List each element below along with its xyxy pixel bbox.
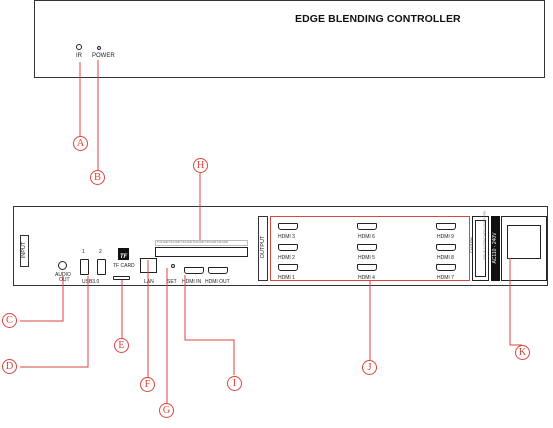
audio-label-line1: AUDIO [55, 272, 71, 278]
lan-label: LAN [144, 279, 154, 285]
leader-c [20, 276, 64, 322]
usb-port-2 [97, 259, 106, 275]
hdmi-output-port-3 [278, 223, 298, 230]
front-panel: EDGE BLENDING CONTROLLER IR POWER [34, 0, 545, 78]
hdmi-out-port [208, 267, 228, 274]
hdmi-output-port-8 [436, 244, 456, 251]
hdmi-output-port-9 [436, 223, 456, 230]
sd-label-strip: TH1 GND TX2 GND TX3 GND TH4 GND TX5 GND … [155, 240, 248, 246]
tf-card-label: TF CARD [113, 263, 135, 269]
hdmi-out-label: HDMI OUT [205, 279, 230, 285]
device-title: EDGE BLENDING CONTROLLER [295, 13, 461, 25]
hdmi-output-port-2 [278, 244, 298, 251]
leader-k [509, 258, 522, 346]
callout-i: I [227, 376, 242, 391]
callout-b: B [90, 170, 105, 185]
leader-d [20, 276, 89, 368]
callout-j: J [362, 360, 377, 375]
set-label: SET [167, 279, 177, 285]
callout-d: D [2, 359, 17, 374]
hdmi-output-label-9: HDMI 9 [437, 234, 454, 240]
output-strip [258, 216, 268, 281]
caution-box [472, 216, 489, 281]
audio-out-jack [58, 261, 67, 270]
callout-c: C [2, 313, 17, 328]
tf-logo-text: TF [119, 254, 128, 260]
callout-k: K [515, 345, 530, 360]
serial-terminal-block [155, 247, 248, 257]
callout-a: A [73, 136, 88, 151]
hdmi-output-port-7 [436, 264, 456, 271]
callout-f: F [140, 377, 155, 392]
usb1-number: 1 [82, 249, 85, 255]
hdmi-output-label-5: HDMI 5 [358, 255, 375, 261]
hdmi-output-label-2: HDMI 2 [278, 255, 295, 261]
power-label: POWER [92, 53, 115, 59]
hdmi-output-label-1: HDMI 1 [278, 275, 295, 281]
callout-g: G [159, 403, 174, 418]
hdmi-output-label-3: HDMI 3 [278, 234, 295, 240]
hdmi-in-port [184, 267, 204, 274]
ac-strip [491, 216, 500, 281]
hdmi-in-label: HDMI IN [182, 279, 202, 285]
hdmi-output-port-5 [357, 244, 377, 251]
input-strip [20, 235, 29, 267]
tf-card-slot [113, 276, 130, 280]
tf-card-logo: TF [118, 248, 129, 260]
ir-label: IR [76, 53, 82, 59]
audio-label-line2: OUT [59, 277, 70, 283]
hdmi-output-label-8: HDMI 8 [437, 255, 454, 261]
power-inlet [507, 225, 541, 259]
hdmi-output-label-7: HDMI 7 [437, 275, 454, 281]
leader-i [184, 275, 235, 375]
usb-port-1 [80, 259, 89, 275]
hdmi-output-label-6: HDMI 6 [358, 234, 375, 240]
power-inlet-frame [501, 216, 547, 281]
hdmi-output-port-1 [278, 264, 298, 271]
usb-label: USB3.0 [82, 279, 100, 285]
hdmi-output-port-6 [357, 223, 377, 230]
ir-sensor [76, 44, 82, 50]
hdmi-output-port-4 [357, 264, 377, 271]
callout-h: H [193, 158, 208, 173]
callout-e: E [114, 338, 129, 353]
usb2-number: 2 [99, 249, 102, 255]
set-button [171, 264, 175, 268]
hdmi-output-label-4: HDMI 4 [358, 275, 375, 281]
power-indicator [97, 46, 101, 50]
